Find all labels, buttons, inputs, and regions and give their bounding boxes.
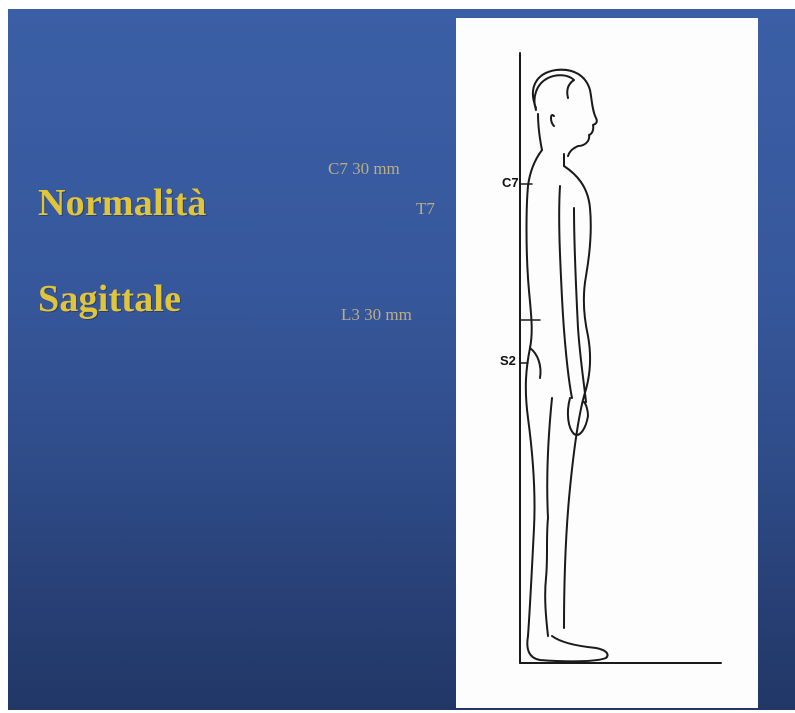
title-line-2: Sagittale bbox=[38, 277, 181, 321]
measurement-l3: L3 30 mm bbox=[341, 305, 412, 325]
thigh bbox=[547, 398, 552, 518]
posture-figure-panel: C7 S2 bbox=[456, 18, 758, 708]
ear bbox=[551, 115, 554, 126]
slide-background: Normalità Sagittale C7 30 mm T7 L3 30 mm bbox=[8, 9, 795, 710]
measurement-c7: C7 30 mm bbox=[328, 159, 400, 179]
title-line-1: Normalità bbox=[38, 181, 207, 225]
measurement-t7: T7 bbox=[416, 199, 435, 219]
knee bbox=[546, 518, 548, 578]
figure-label-c7: C7 bbox=[502, 175, 519, 190]
buttock bbox=[530, 348, 541, 378]
arm bbox=[559, 186, 572, 398]
back-line bbox=[526, 150, 542, 636]
lower-leg bbox=[545, 578, 548, 636]
foot bbox=[527, 636, 607, 661]
hair bbox=[535, 75, 575, 110]
front-line bbox=[564, 166, 591, 628]
neck-back bbox=[538, 114, 542, 150]
figure-label-s2: S2 bbox=[500, 353, 516, 368]
